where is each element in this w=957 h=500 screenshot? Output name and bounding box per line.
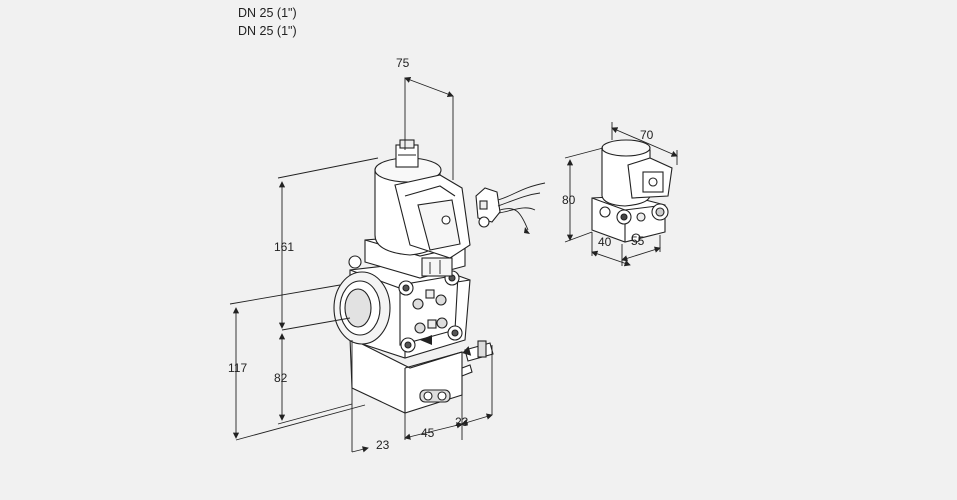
dim-base-width: 45	[421, 426, 435, 440]
dimension-lines	[229, 76, 678, 453]
alternate-valve-view	[591, 139, 673, 243]
main-valve-body	[333, 139, 494, 414]
dim-side-offset: 23	[455, 415, 469, 429]
dim-top-width: 75	[396, 56, 410, 70]
header-line-1: DN 25 (1")	[238, 6, 297, 20]
dim-alt-width: 70	[640, 128, 654, 142]
dim-height-lower: 82	[274, 371, 288, 385]
cable-connector	[475, 182, 546, 234]
dim-height-upper: 161	[274, 240, 294, 254]
dim-alt-depth: 40	[598, 235, 612, 249]
dim-alt-height: 80	[562, 193, 576, 207]
dim-alt-length: 55	[631, 234, 645, 248]
dim-height-total: 117	[228, 361, 247, 375]
dim-base-depth: 23	[376, 438, 390, 452]
header-line-2: DN 25 (1")	[238, 24, 297, 38]
